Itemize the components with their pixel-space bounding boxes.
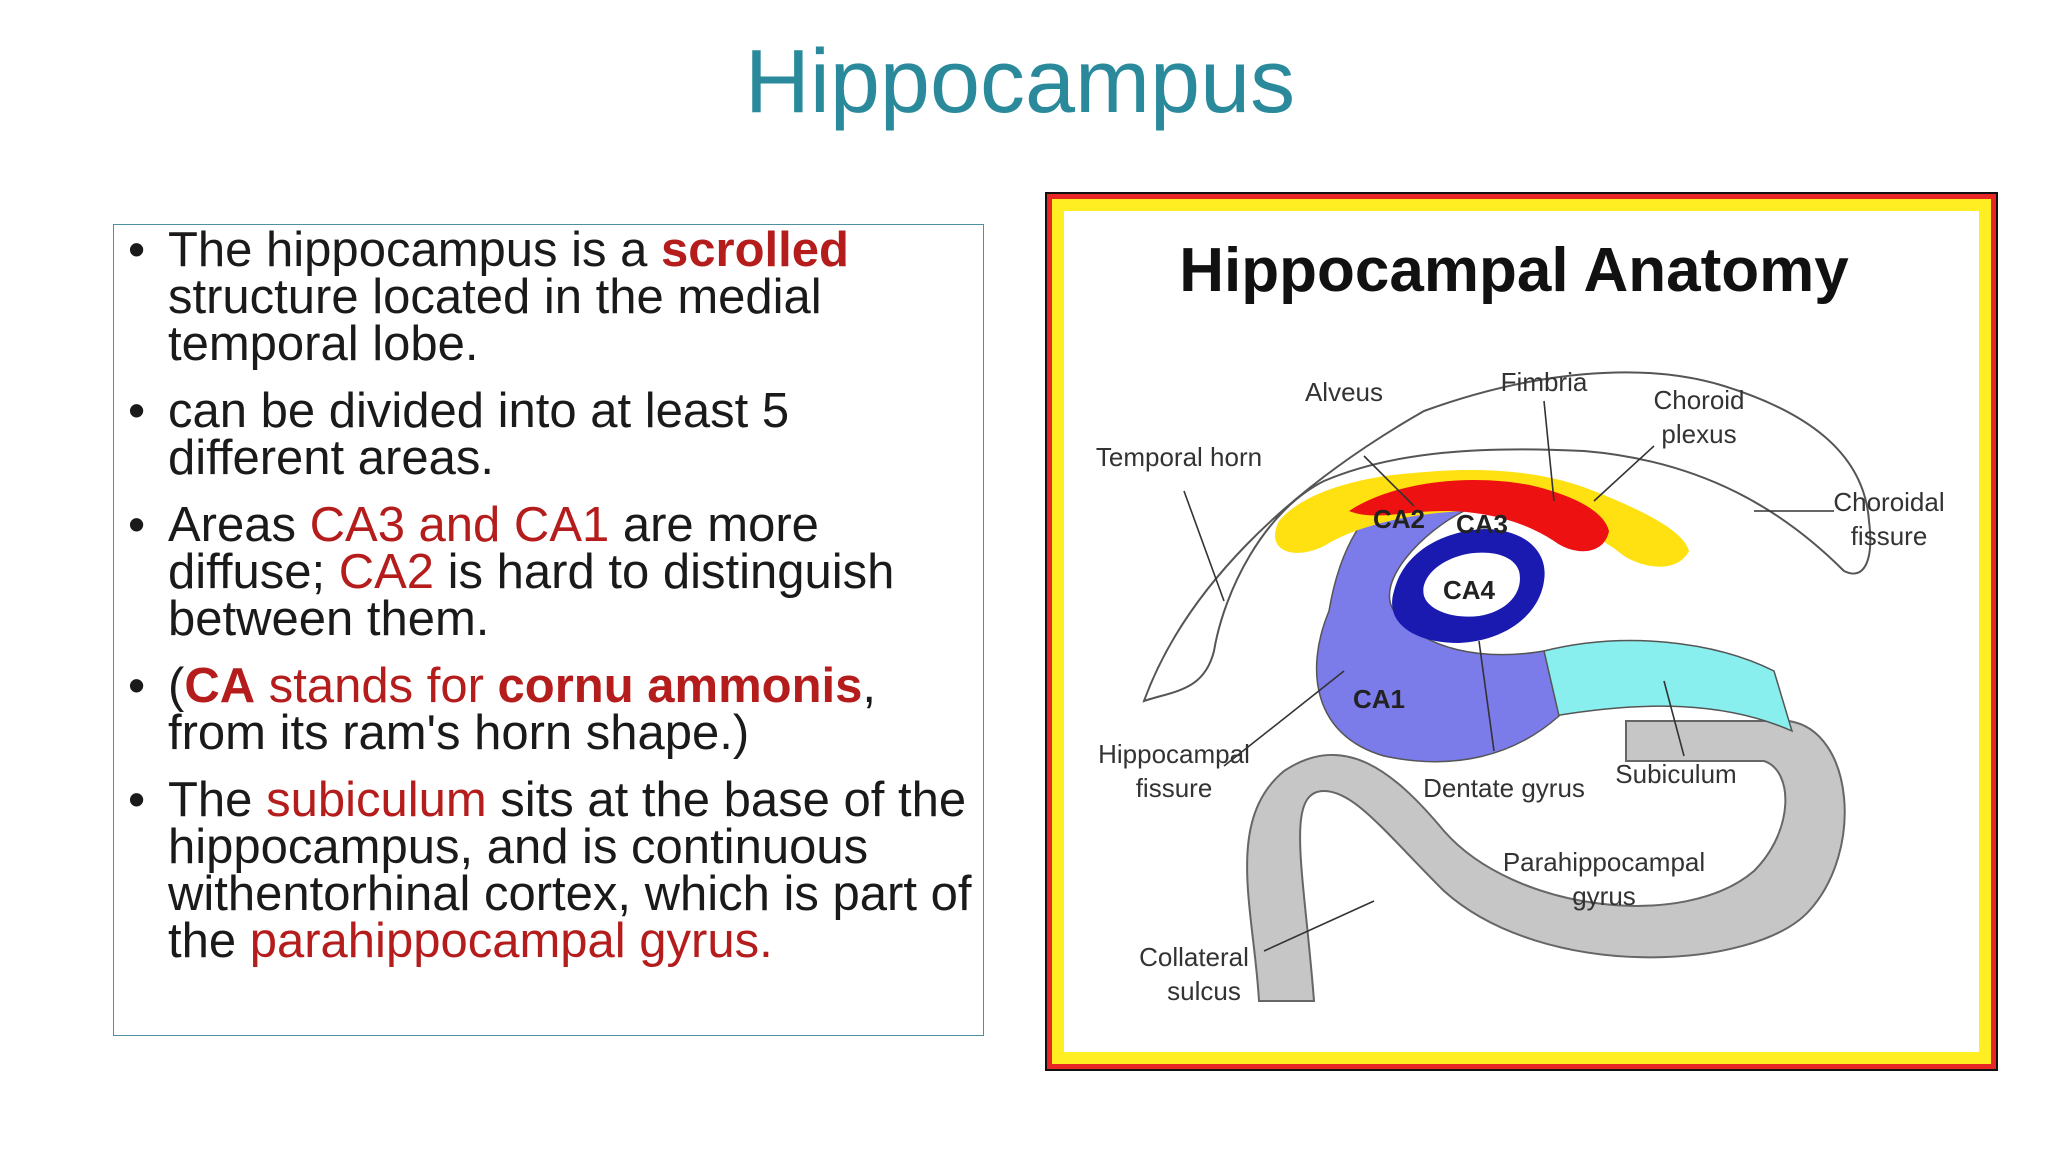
bullet-list: The hippocampus is a scrolled structure … (128, 226, 978, 985)
bullet-text: are more diffuse; (168, 498, 819, 599)
bullet-item: Areas CA3 and CA1 are more diffuse; CA2 … (128, 501, 978, 646)
label-ca3: CA3 (1456, 509, 1508, 539)
label-alveus: Alveus (1305, 377, 1383, 407)
highlighted-term: CA2 (338, 545, 435, 599)
bullet-text: The (168, 773, 267, 827)
label-choroid-plexus-line2: plexus (1661, 419, 1736, 449)
figure-yellow-frame: Hippocampal Anatomy (1052, 199, 1991, 1064)
bullet-item: The hippocampus is a scrolled structure … (128, 226, 978, 371)
dentate-gyrus-region (1392, 529, 1545, 643)
bullet-text: The hippocampus is a (168, 223, 661, 277)
parahippocampal-gyrus-region (1246, 720, 1846, 1002)
highlighted-term: cornu ammonis (497, 659, 863, 713)
label-choroidal-fissure-line2: fissure (1851, 521, 1928, 551)
label-subiculum: Subiculum (1615, 759, 1736, 789)
label-parahippocampal-line2: gyrus (1572, 881, 1636, 911)
bullet-item: (CA stands for cornu ammonis, from its r… (128, 662, 978, 758)
bullet-text: structure located in the medial temporal… (168, 270, 822, 371)
figure-title: Hippocampal Anatomy (1179, 236, 1849, 305)
hippocampal-anatomy-diagram: Hippocampal Anatomy (1096, 236, 1945, 1006)
temporal-horn-outline (1142, 371, 1872, 703)
highlighted-term: scrolled (661, 223, 849, 277)
highlighted-term: parahippocampal gyrus. (249, 914, 773, 968)
label-temporal-horn: Temporal horn (1096, 442, 1262, 472)
pointer-lines (1183, 400, 1834, 952)
label-choroid-plexus-line1: Choroid (1653, 385, 1744, 415)
slide-title: Hippocampus (744, 32, 1296, 132)
bullet-text: Areas (168, 498, 310, 552)
bullet-text: sits at the base of the hippocampus, and… (168, 773, 972, 968)
bullet-text-box: The hippocampus is a scrolled structure … (113, 224, 984, 1036)
bullet-text: ( (168, 659, 185, 713)
highlighted-term: stands for (255, 659, 498, 713)
choroid-plexus-region (1275, 470, 1689, 567)
label-fimbria: Fimbria (1501, 367, 1588, 397)
bullet-text: can be divided into at least 5 different… (168, 384, 790, 485)
label-dentate-gyrus: Dentate gyrus (1423, 773, 1585, 803)
subiculum-region (1543, 639, 1794, 733)
bullet-text: is hard to distinguish between them. (168, 545, 895, 646)
label-collateral-sulcus-line1: Collateral (1139, 942, 1249, 972)
highlighted-term: CA (184, 659, 256, 713)
figure-canvas: Hippocampal Anatomy (1064, 211, 1979, 1052)
label-parahippocampal-line1: Parahippocampal (1503, 847, 1705, 877)
fimbria-region (1349, 479, 1609, 552)
label-hippocampal-fissure-line1: Hippocampal (1098, 739, 1250, 769)
anatomy-figure: Hippocampal Anatomy (1045, 192, 1998, 1071)
highlighted-term: CA3 and CA1 (309, 498, 610, 552)
highlighted-term: subiculum (266, 773, 487, 827)
bullet-item: The subiculum sits at the base of the hi… (128, 776, 978, 968)
label-ca4: CA4 (1443, 575, 1496, 605)
bullet-item: can be divided into at least 5 different… (128, 387, 978, 483)
label-hippocampal-fissure-line2: fissure (1136, 773, 1213, 803)
label-collateral-sulcus-line2: sulcus (1167, 976, 1241, 1006)
label-ca2: CA2 (1373, 504, 1425, 534)
bullet-text: , from its ram's horn shape.) (168, 659, 876, 760)
label-ca1: CA1 (1353, 684, 1405, 714)
label-choroidal-fissure-line1: Choroidal (1833, 487, 1944, 517)
